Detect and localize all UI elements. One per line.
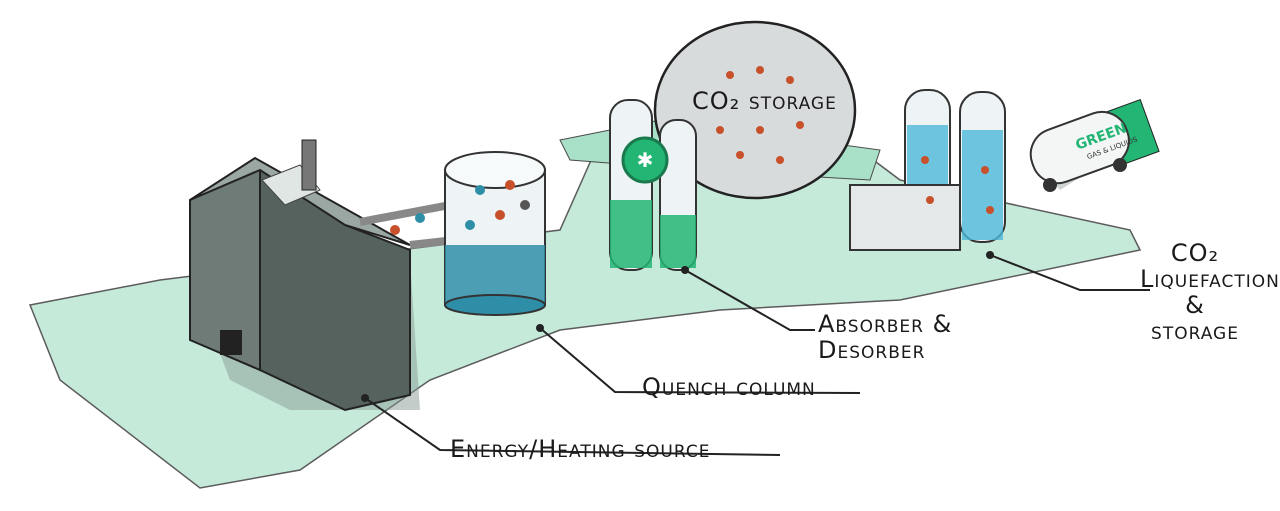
label-quench-column: Quench column — [642, 373, 816, 401]
recycle-icon: ✱ — [637, 148, 654, 172]
label-absorber-line1: Absorber & — [818, 310, 953, 338]
green-gas-truck: GREEN GAS & LIQUIDS — [1029, 99, 1160, 192]
absorber-desorber-towers: ✱ — [609, 99, 697, 271]
label-absorber-desorber: Absorber & Desorber — [818, 311, 952, 363]
label-energy-source: Energy/Heating source — [450, 435, 711, 463]
quench-column-tank — [390, 151, 546, 316]
label-liquefaction-line1: CO₂ — [1170, 239, 1220, 267]
liquefaction-tanks — [849, 89, 1006, 251]
label-liquefaction-line2: Liquefaction — [1140, 265, 1280, 293]
energy-building — [189, 139, 411, 412]
label-liquefaction-line3: & storage — [1151, 291, 1239, 345]
leader-lines — [364, 254, 1150, 456]
label-absorber-line2: Desorber — [818, 336, 926, 364]
label-liquefaction: CO₂ Liquefaction & storage — [1140, 239, 1280, 345]
label-co2-storage: CO₂ storage — [692, 87, 837, 115]
co2-storage-dome — [653, 20, 857, 200]
